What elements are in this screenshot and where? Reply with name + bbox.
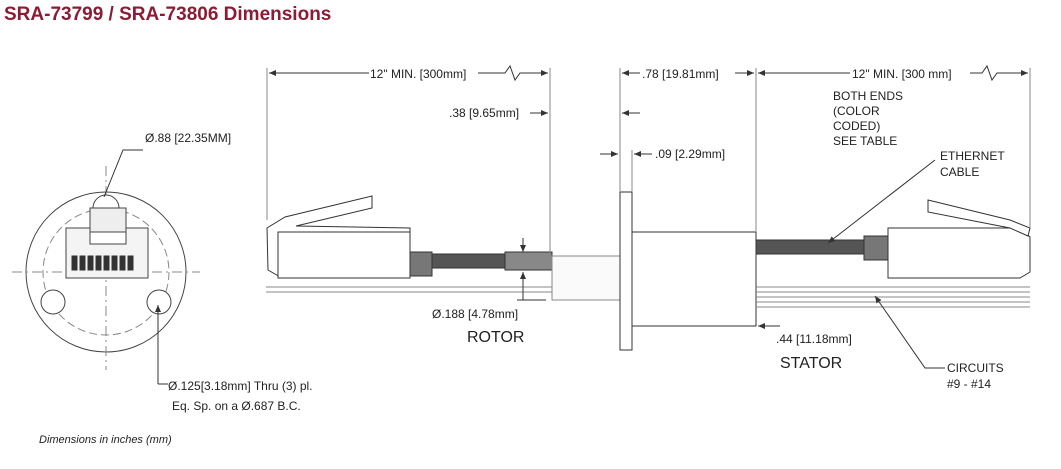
flange-width-label: .78 [19.81mm]: [642, 67, 719, 81]
mounting-hole-left: [40, 289, 66, 315]
both-ends-line1: BOTH ENDS: [833, 89, 903, 103]
stator-body: [631, 231, 757, 327]
stator-assembly: [619, 191, 1031, 351]
footnote: Dimensions in inches (mm): [39, 434, 172, 446]
rotor-lead-label: 12" MIN. [300mm]: [370, 67, 466, 81]
page-title: SRA-73799 / SRA-73806 Dimensions: [4, 4, 332, 25]
rj45-contacts: [71, 255, 134, 271]
dimension-lines: [266, 64, 1031, 369]
mounting-hole-right: [146, 289, 172, 315]
rotor-cable-dia-label: Ø.188 [4.78mm]: [432, 307, 518, 321]
both-ends-line2: (COLOR: [833, 104, 880, 118]
stator-boot: [863, 235, 889, 261]
flange-thickness-label: .09 [2.29mm]: [655, 147, 725, 161]
holes-label-line2: Eq. Sp. on a Ø.687 B.C.: [172, 399, 301, 413]
rotor-assembly: [266, 195, 623, 301]
rotor-body: [551, 255, 623, 301]
ethernet-label-line2: CABLE: [940, 165, 979, 179]
diameter-flange-label: Ø.88 [22.35MM]: [145, 131, 231, 145]
end-view: [12, 149, 200, 385]
ethernet-label-line1: ETHERNET: [940, 149, 1005, 163]
circuits-label-line1: CIRCUITS: [947, 361, 1004, 375]
stator-lead-label: 12" MIN. [300 mm]: [852, 67, 952, 81]
stator-label: STATOR: [780, 355, 842, 372]
both-ends-line4: SEE TABLE: [833, 134, 897, 148]
holes-label-line1: Ø.125[3.18mm] Thru (3) pl.: [168, 379, 313, 393]
rotor-boot: [409, 251, 433, 277]
flange: [619, 191, 633, 351]
circuits-label-line2: #9 - #14: [947, 377, 991, 391]
both-ends-line3: CODED): [833, 119, 880, 133]
rotor-label: ROTOR: [467, 329, 524, 346]
rotor-offset-label: .38 [9.65mm]: [449, 106, 519, 120]
stator-length-label: .44 [11.18mm]: [776, 332, 852, 346]
stator-rj45-plug: [887, 227, 1031, 279]
